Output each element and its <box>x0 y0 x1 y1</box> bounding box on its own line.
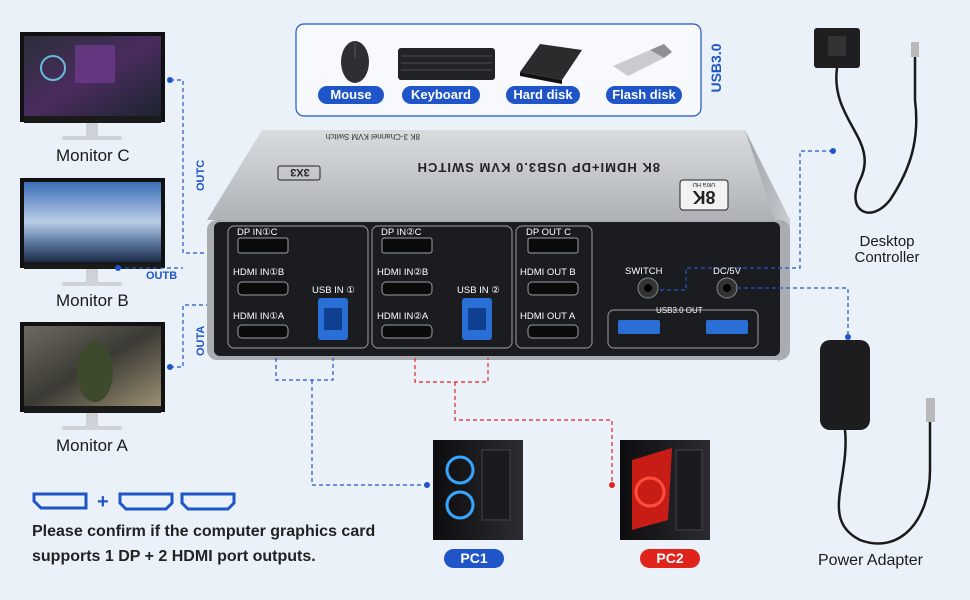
device-model-badge: 3X3 <box>290 166 310 178</box>
hard-disk-label: Hard disk <box>506 86 580 104</box>
pc2-icon <box>620 440 710 540</box>
note-line-2: supports 1 DP + 2 HDMI port outputs. <box>32 548 316 565</box>
port-label-dc: DC/5V <box>713 266 741 277</box>
port-label-usb3-out: USB3.0 OUT <box>656 306 703 315</box>
pc-cables <box>275 358 613 486</box>
power-adapter-icon <box>820 340 935 545</box>
badge-ultra-hd: Ultra HD <box>692 181 716 187</box>
monitor-b-icon <box>20 178 165 286</box>
port-label-hdmi-out-b: HDMI OUT B <box>520 267 576 278</box>
port-label-hdmi-in-1b: HDMI IN①B <box>233 267 285 278</box>
outc-label: OUTC <box>195 159 207 191</box>
port-label-usb-in-2: USB IN ② <box>457 285 500 296</box>
monitor-c-label: Monitor C <box>56 146 130 165</box>
port-label-dp-in-2: DP IN②C <box>381 227 422 238</box>
port-label-dp-in-1: DP IN①C <box>237 227 278 238</box>
flash-disk-icon <box>613 44 672 76</box>
desktop-controller-label: Desktop Controller <box>854 233 920 266</box>
monitor-a-icon <box>20 322 165 430</box>
port-label-switch: SWITCH <box>625 266 663 277</box>
port-label-usb-in-1: USB IN ① <box>312 285 355 296</box>
port-label-hdmi-in-2a: HDMI IN②A <box>377 311 429 322</box>
mouse-label: Mouse <box>318 86 384 104</box>
outa-label: OUTA <box>195 325 207 356</box>
port-label-hdmi-out-a: HDMI OUT A <box>520 311 576 322</box>
monitor-c-icon <box>20 32 165 140</box>
peripherals-frame <box>295 23 702 117</box>
badge-8k: 8K <box>692 187 716 207</box>
kvm-switch-device <box>207 130 790 362</box>
monitor-a-label: Monitor A <box>56 436 128 455</box>
keyboard-icon <box>398 48 495 80</box>
usb3-bus-label: USB3.0 <box>708 43 724 93</box>
pc1-icon <box>433 440 523 540</box>
port-label-dp-out: DP OUT C <box>526 227 572 238</box>
keyboard-label: Keyboard <box>402 86 480 104</box>
pc2-label: PC2 <box>640 549 700 568</box>
device-top-text: 8K 3-Channel KVM Switch <box>325 132 420 141</box>
accessory-cables <box>658 150 849 337</box>
port-label-hdmi-in-2b: HDMI IN②B <box>377 267 429 278</box>
device-model-text: 8K HDMI+DP USB3.0 KVM SWITCH <box>416 160 660 175</box>
note-line-1: Please confirm if the computer graphics … <box>32 523 376 540</box>
port-label-hdmi-in-1a: HDMI IN①A <box>233 311 285 322</box>
flash-disk-label: Flash disk <box>606 86 682 104</box>
pc1-label: PC1 <box>444 549 504 568</box>
outb-label: OUTB <box>146 270 178 282</box>
desktop-controller-icon <box>814 28 919 214</box>
plus-icon: + <box>97 491 109 513</box>
monitor-b-label: Monitor B <box>56 291 129 310</box>
mouse-icon <box>341 41 369 83</box>
port-shape-icons <box>32 492 236 511</box>
power-adapter-label: Power Adapter <box>818 552 923 569</box>
hard-disk-icon <box>520 44 582 84</box>
